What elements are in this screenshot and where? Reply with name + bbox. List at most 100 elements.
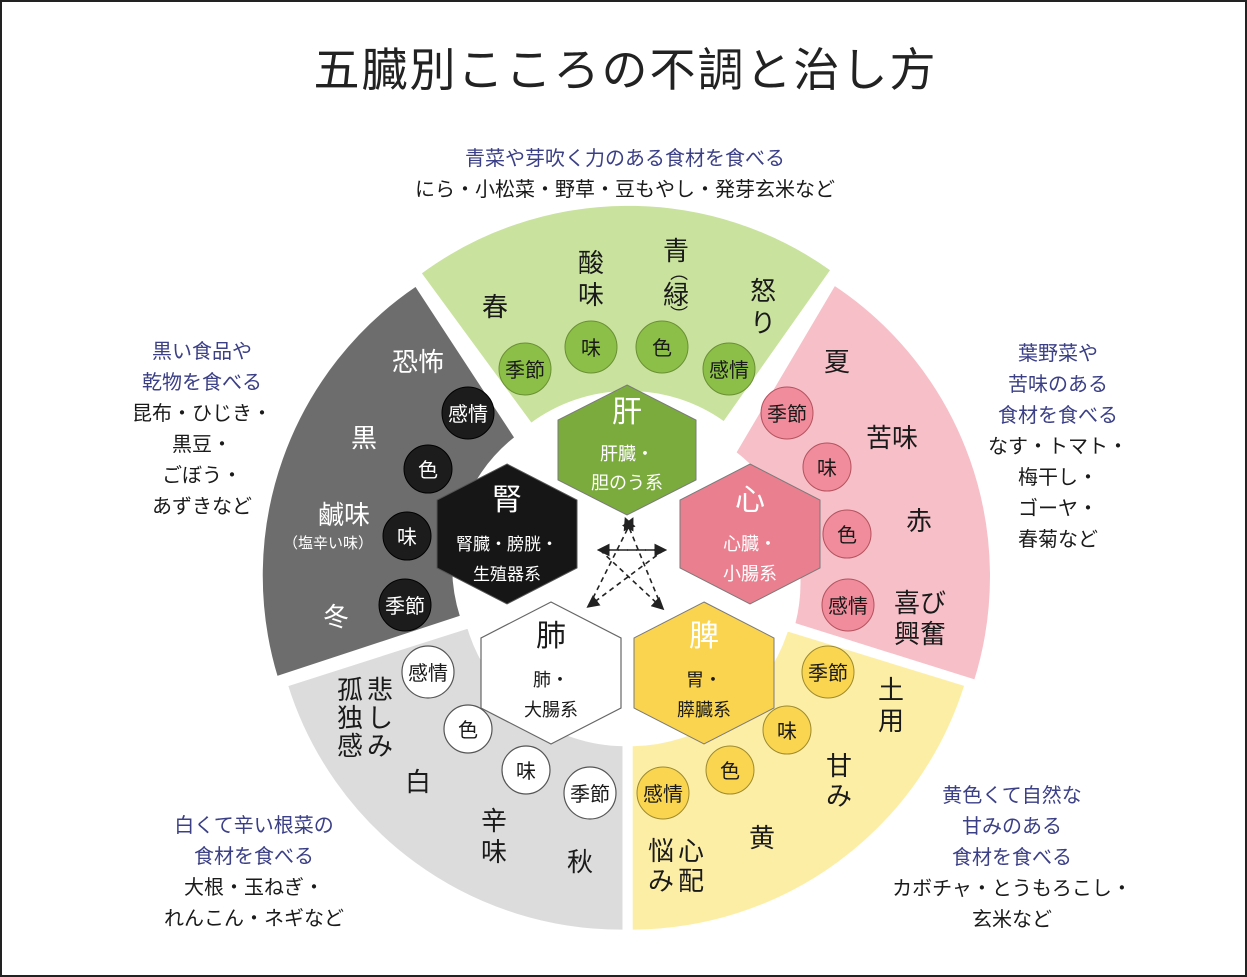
food-kidney-heading-2: 乾物を食べる <box>142 370 262 394</box>
food-liver-body: にら・小松菜・野草・豆もやし・発芽玄米など <box>415 177 835 201</box>
spleen-season-2: 用 <box>878 707 904 737</box>
hex-heart-desc-2: 小腸系 <box>723 564 777 585</box>
liver-attributes: 季節 味 色 感情 春 酸 味 青 （ 緑 ） 怒 り <box>482 237 776 396</box>
lung-taste-circle-label: 味 <box>516 759 536 783</box>
spleen-season-1: 土 <box>878 676 904 706</box>
food-heart-heading-2: 苦味のある <box>1008 372 1108 396</box>
spleen-color-circle <box>705 745 755 795</box>
kidney-season: 冬 <box>323 603 349 633</box>
liver-color-4: ） <box>667 305 688 323</box>
lung-attributes: 感情 色 味 季節 悲 し み 孤 独 感 白 辛 味 秋 <box>337 645 617 878</box>
kidney-color-circle-label: 色 <box>418 458 438 482</box>
food-lung-body-1: 大根・玉ねぎ・ <box>184 875 324 899</box>
lung-season-circle <box>563 766 617 820</box>
kidney-season-circle <box>378 578 432 632</box>
food-spleen-body-1: カボチャ・とうもろこし・ <box>892 876 1132 900</box>
food-spleen-heading-1: 黄色くて自然な <box>942 783 1082 807</box>
lung-emotion-6: 感 <box>337 732 363 762</box>
hex-kidney-desc-1: 腎臓・膀胱・ <box>456 535 558 555</box>
liver-color-circle-label: 色 <box>652 336 672 360</box>
spleen-taste-2: み <box>826 782 852 812</box>
liver-season: 春 <box>482 293 508 323</box>
food-spleen-heading-3: 食材を食べる <box>952 845 1072 869</box>
spleen-taste-circle <box>762 705 812 755</box>
spleen-emotion-2: 配 <box>678 867 704 897</box>
food-heart-heading-1: 葉野菜や <box>1018 341 1098 365</box>
heart-taste-circle-label: 味 <box>817 456 837 480</box>
spleen-emotion-circle-label: 感情 <box>643 782 683 806</box>
lung-emotion-circle <box>401 645 455 699</box>
food-heart-body-1: なす・トマト・ <box>988 434 1128 458</box>
liver-taste-1: 酸 <box>578 249 604 279</box>
liver-taste-circle-label: 味 <box>581 336 601 360</box>
food-heart-body-3: ゴーヤ・ <box>1018 496 1098 520</box>
kidney-emotion-circle <box>441 386 495 440</box>
food-kidney-body-4: あずきなど <box>152 494 252 518</box>
hex-spleen: 脾 胃・ 膵臓系 <box>633 601 775 745</box>
spleen-emotion-3: 悩 <box>648 837 674 867</box>
kidney-season-circle-label: 季節 <box>385 594 425 618</box>
kidney-color-circle <box>403 444 453 494</box>
lung-color-circle <box>443 704 493 754</box>
liver-color-3: 緑 <box>663 281 689 311</box>
food-kidney-body-2: 黒豆・ <box>172 432 232 456</box>
hex-heart: 心 心臓・ 小腸系 <box>679 463 821 605</box>
cycle-arrows <box>586 517 668 611</box>
food-kidney-body-1: 昆布・ひじき・ <box>132 401 272 425</box>
liver-color-circle <box>635 320 689 374</box>
hex-lung-desc-2: 大腸系 <box>524 700 578 721</box>
hex-heart-name: 心 <box>735 483 765 518</box>
food-kidney-heading-1: 黒い食品や <box>152 339 252 363</box>
spleen-taste-1: 甘 <box>826 752 852 782</box>
hex-spleen-desc-1: 胃・ <box>686 670 722 691</box>
heart-color: 赤 <box>906 507 932 537</box>
heart-emotion-1: 喜び <box>894 589 946 619</box>
kidney-taste-circle <box>382 511 432 561</box>
spleen-taste-circle-label: 味 <box>777 719 797 743</box>
heart-taste: 苦味 <box>866 424 918 454</box>
lung-taste-1: 辛 <box>481 807 507 837</box>
liver-emotion-2: り <box>750 309 776 339</box>
kidney-emotion: 恐怖 <box>392 348 444 378</box>
food-spleen: 黄色くて自然な 甘みのある 食材を食べる カボチャ・とうもろこし・ 玄米など <box>882 780 1142 935</box>
hex-kidney-name: 腎 <box>492 483 522 518</box>
heart-emotion-circle-label: 感情 <box>828 594 868 618</box>
lung-taste-2: 味 <box>481 838 507 868</box>
spleen-season-circle <box>801 645 855 699</box>
lung-season: 秋 <box>567 848 593 878</box>
food-heart-body-2: 梅干し・ <box>1018 465 1098 489</box>
liver-taste-circle <box>564 320 618 374</box>
hex-kidney-desc-2: 生殖器系 <box>473 565 541 585</box>
lung-color-circle-label: 色 <box>458 718 478 742</box>
liver-emotion-1: 怒 <box>750 277 776 307</box>
kidney-taste-circle-label: 味 <box>397 525 417 549</box>
lung-emotion-1: 悲 <box>367 676 393 706</box>
kidney-taste-note: （塩辛い味） <box>283 534 373 552</box>
spleen-color-circle-label: 色 <box>720 759 740 783</box>
food-lung-heading-2: 食材を食べる <box>194 844 314 868</box>
food-liver: 青菜や芽吹く力のある食材を食べる にら・小松菜・野草・豆もやし・発芽玄米など <box>375 143 875 205</box>
lung-season-circle-label: 季節 <box>570 782 610 806</box>
liver-color-2: （ <box>667 263 688 281</box>
heart-emotion-2: 興奮 <box>894 620 946 650</box>
liver-emotion-circle <box>702 342 756 396</box>
food-heart: 葉野菜や 苦味のある 食材を食べる なす・トマト・ 梅干し・ ゴーヤ・ 春菊など <box>968 338 1148 555</box>
lung-emotion-circle-label: 感情 <box>408 661 448 685</box>
hex-liver-desc-2: 胆のう系 <box>591 473 663 494</box>
food-lung-heading-1: 白くて辛い根菜の <box>174 813 334 837</box>
kidney-emotion-circle-label: 感情 <box>448 402 488 426</box>
kidney-taste: 鹹味 <box>318 501 370 531</box>
spleen-season-circle-label: 季節 <box>808 661 848 685</box>
hex-liver-desc-1: 肝臓・ <box>600 444 654 465</box>
heart-season-circle-label: 季節 <box>767 402 807 426</box>
spleen-attributes: 季節 味 色 感情 土 用 甘 み 黄 心 配 悩 み <box>636 645 904 897</box>
hex-lung-desc-1: 肺・ <box>533 670 569 691</box>
hex-heart-desc-1: 心臓・ <box>723 534 777 555</box>
spleen-emotion-4: み <box>648 867 674 897</box>
food-heart-heading-3: 食材を食べる <box>998 403 1118 427</box>
spleen-color: 黄 <box>749 824 775 854</box>
heart-color-circle <box>822 509 872 559</box>
kidney-attributes: 感情 色 味 季節 恐怖 黒 鹹味 （塩辛い味） 冬 <box>283 348 495 633</box>
